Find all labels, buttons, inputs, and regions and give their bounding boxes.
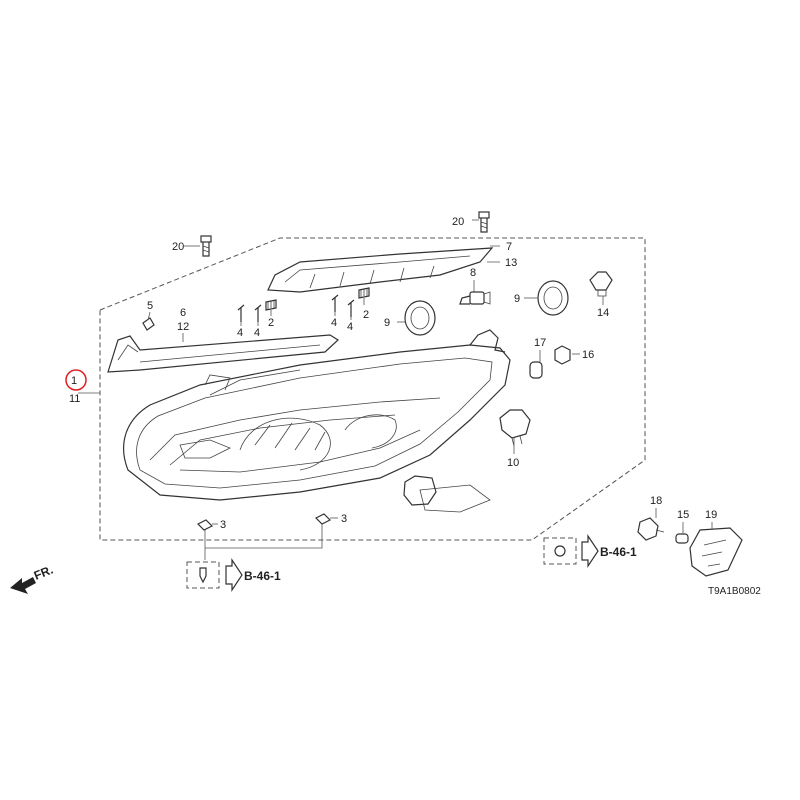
reference-box-a[interactable] <box>186 558 243 592</box>
label-13: 13 <box>505 257 517 269</box>
front-indicator-label: FR. <box>32 563 55 583</box>
highlight-circle <box>65 369 87 391</box>
pin-4-b[interactable] <box>254 304 262 322</box>
pin-4-a[interactable] <box>237 304 245 322</box>
reference-label-a[interactable]: B-46-1 <box>244 569 281 583</box>
bulb-17[interactable] <box>529 361 543 379</box>
label-4-a: 4 <box>237 327 243 339</box>
spring-2-b[interactable] <box>358 287 370 299</box>
label-5: 5 <box>147 300 153 312</box>
bulb-8[interactable] <box>459 291 491 305</box>
label-4-c: 4 <box>331 317 337 329</box>
headlight-assembly[interactable] <box>123 329 511 513</box>
bulb-14[interactable] <box>589 271 613 297</box>
clip-3-right[interactable] <box>314 513 332 525</box>
label-18: 18 <box>650 495 662 507</box>
label-14: 14 <box>597 307 609 319</box>
clip-5[interactable] <box>142 317 155 331</box>
side-marker-lens-19[interactable] <box>689 527 743 577</box>
label-9-left: 9 <box>384 317 390 329</box>
label-3-right: 3 <box>341 513 347 525</box>
seal-ring-9-left[interactable] <box>404 300 436 336</box>
front-arrow-icon <box>10 577 36 594</box>
label-12: 12 <box>177 321 189 333</box>
socket-16[interactable] <box>554 345 571 365</box>
label-19: 19 <box>705 509 717 521</box>
seal-ring-9-right[interactable] <box>537 280 569 316</box>
pin-4-d[interactable] <box>347 299 355 317</box>
reference-label-b[interactable]: B-46-1 <box>600 545 637 559</box>
label-17: 17 <box>534 337 546 349</box>
label-2-a: 2 <box>268 317 274 329</box>
label-9-right: 9 <box>514 293 520 305</box>
label-15: 15 <box>677 509 689 521</box>
label-20-left: 20 <box>172 241 184 253</box>
clip-3-left[interactable] <box>196 519 214 531</box>
trim-garnish-strip[interactable] <box>107 334 339 373</box>
label-2-b: 2 <box>363 309 369 321</box>
label-10: 10 <box>507 457 519 469</box>
label-4-b: 4 <box>254 327 260 339</box>
label-6: 6 <box>180 307 186 319</box>
label-3-left: 3 <box>220 519 226 531</box>
label-16: 16 <box>582 349 594 361</box>
diagram-code: T9A1B0802 <box>708 586 761 597</box>
upper-cover-strip[interactable] <box>267 247 494 293</box>
leader-lines <box>78 219 713 560</box>
screw-20-left[interactable] <box>200 235 212 257</box>
reference-box-b[interactable] <box>543 534 599 568</box>
label-20-top: 20 <box>452 216 464 228</box>
label-1: 1 <box>71 375 77 387</box>
bulb-15[interactable] <box>675 533 689 544</box>
socket-10[interactable] <box>499 409 531 447</box>
screw-20-top[interactable] <box>478 211 490 233</box>
spring-2-a[interactable] <box>265 299 277 311</box>
label-4-d: 4 <box>347 321 353 333</box>
assembly-boundary <box>99 237 646 541</box>
label-11: 11 <box>69 393 80 405</box>
label-8: 8 <box>470 267 476 279</box>
pin-4-c[interactable] <box>331 294 339 312</box>
label-7: 7 <box>506 241 512 253</box>
socket-18[interactable] <box>637 517 665 541</box>
